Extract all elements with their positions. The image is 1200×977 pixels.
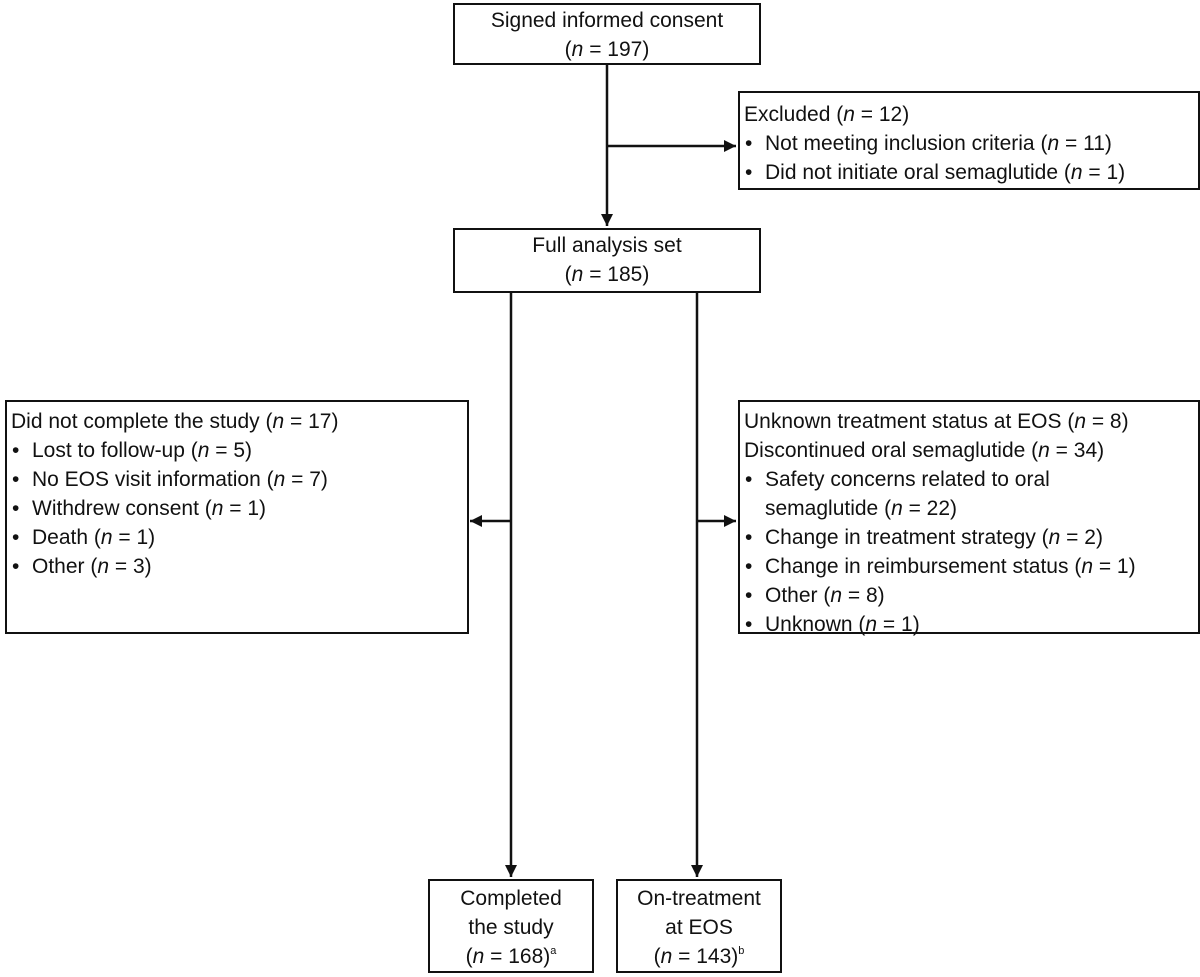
consent-count: (n = 197) — [564, 38, 650, 61]
fas-title: Full analysis set — [532, 234, 682, 257]
footnote-b: b — [738, 945, 745, 957]
consent-box: Signed informed consent (n = 197) — [453, 3, 761, 65]
not-completed-item: No EOS visit information (n = 7) — [11, 465, 467, 494]
completed-line1: Completed — [460, 887, 562, 910]
not-completed-box: Did not complete the study (n = 17) Lost… — [5, 400, 469, 634]
completed-count: (n = 168) — [465, 945, 551, 968]
completed-box: Completed the study (n = 168)a — [428, 879, 594, 973]
not-completed-header: Did not complete the study (n = 17) — [11, 410, 339, 433]
on-treatment-box: On-treatment at EOS (n = 143)b — [616, 879, 782, 973]
on-treatment-count: (n = 143) — [653, 945, 739, 968]
completed-line2: the study — [468, 916, 554, 939]
footnote-a: a — [550, 945, 557, 957]
not-completed-item: Other (n = 3) — [11, 552, 467, 581]
status-unknown-line: Unknown treatment status at EOS (n = 8) — [744, 410, 1129, 433]
status-item: Unknown (n = 1) — [744, 610, 1198, 639]
not-completed-item: Withdrew consent (n = 1) — [11, 494, 467, 523]
excluded-header: Excluded (n = 12) — [744, 103, 910, 126]
full-analysis-set-box: Full analysis set (n = 185) — [453, 228, 761, 293]
on-treatment-line2: at EOS — [665, 916, 733, 939]
consent-title: Signed informed consent — [490, 9, 724, 32]
status-item: Change in reimbursement status (n = 1) — [744, 552, 1198, 581]
status-item: Change in treatment strategy (n = 2) — [744, 523, 1198, 552]
excluded-item: Did not initiate oral semaglutide (n = 1… — [744, 158, 1198, 187]
excluded-box: Excluded (n = 12) Not meeting inclusion … — [738, 91, 1200, 190]
status-discontinued-line: Discontinued oral semaglutide (n = 34) — [744, 439, 1105, 462]
status-item: Safety concerns related to oral semaglut… — [744, 465, 1095, 523]
not-completed-item: Death (n = 1) — [11, 523, 467, 552]
treatment-status-box: Unknown treatment status at EOS (n = 8) … — [738, 400, 1200, 639]
excluded-item: Not meeting inclusion criteria (n = 11) — [744, 129, 1198, 158]
fas-count: (n = 185) — [564, 263, 650, 286]
not-completed-item: Lost to follow-up (n = 5) — [11, 436, 467, 465]
status-item: Other (n = 8) — [744, 581, 1198, 610]
on-treatment-line1: On-treatment — [637, 887, 761, 910]
